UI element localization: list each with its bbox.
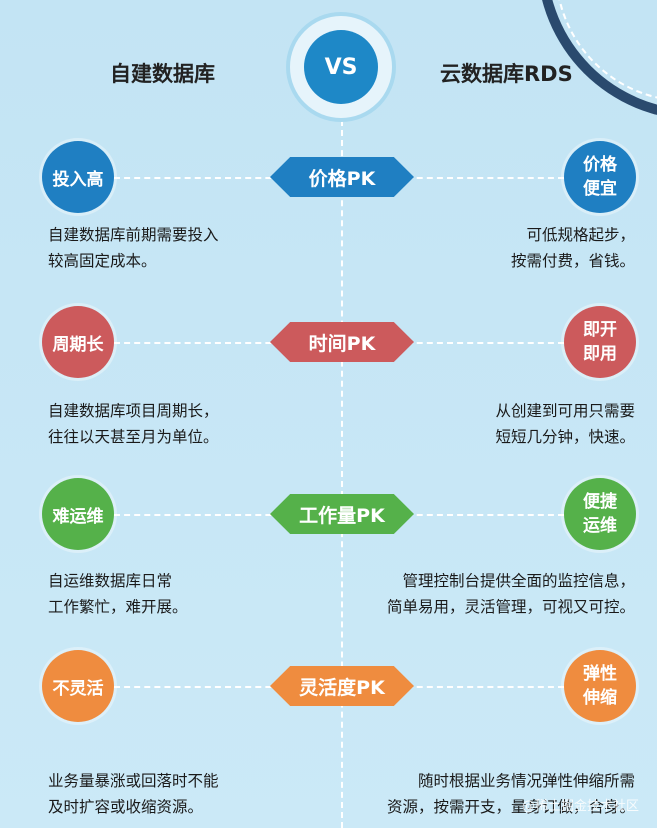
- desc-line: 简单易用，灵活管理，可视又可控。: [386, 598, 635, 616]
- desc-line: 可低规格起步，: [526, 226, 635, 244]
- pk-label-workload: 工作量PK: [270, 494, 414, 534]
- right-circle-time: 即开即用: [564, 306, 636, 378]
- right-circle-line-1: 即开: [583, 320, 617, 340]
- left-desc-time: 自建数据库项目周期长， 往往以天甚至月为单位。: [48, 398, 219, 450]
- desc-line: 从创建到可用只需要: [495, 402, 635, 420]
- left-circle-workload: 难运维: [42, 478, 114, 550]
- right-desc-price: 可低规格起步， 按需付费，省钱。: [511, 222, 635, 274]
- right-circle-line-1: 价格: [583, 155, 617, 175]
- desc-line: 及时扩容或收缩资源。: [48, 798, 204, 816]
- right-circle-flexibility: 弹性伸缩: [564, 650, 636, 722]
- desc-line: 自建数据库前期需要投入: [48, 226, 219, 244]
- desc-line: 较高固定成本。: [48, 252, 157, 270]
- left-column-title: 自建数据库: [110, 62, 215, 86]
- pk-label-time: 时间PK: [270, 322, 414, 362]
- right-circle-line-2: 运维: [583, 516, 617, 536]
- right-desc-workload: 管理控制台提供全面的监控信息， 简单易用，灵活管理，可视又可控。: [387, 568, 635, 620]
- desc-line: 短短几分钟，快速。: [495, 428, 635, 446]
- pk-label-flexibility: 灵活度PK: [270, 666, 414, 706]
- desc-line: 管理控制台提供全面的监控信息，: [402, 572, 635, 590]
- right-circle-price: 价格便宜: [564, 141, 636, 213]
- right-column-title: 云数据库RDS: [440, 62, 573, 86]
- right-desc-flexibility: 随时根据业务情况弹性伸缩所需 资源，按需开支，量身订做，合身。: [387, 768, 635, 820]
- desc-line: 随时根据业务情况弹性伸缩所需: [417, 772, 635, 790]
- watermark: @稀土掘金技术社区: [521, 799, 639, 814]
- desc-line: 资源，按需开支，量身订做，合身。: [386, 798, 635, 816]
- desc-line: 按需付费，省钱。: [510, 252, 635, 270]
- vs-badge: VS: [304, 30, 378, 104]
- left-circle-time: 周期长: [42, 306, 114, 378]
- right-circle-line-1: 弹性: [583, 664, 617, 684]
- right-circle-line-1: 便捷: [583, 492, 617, 512]
- right-circle-line-2: 伸缩: [583, 688, 617, 708]
- right-circle-line-2: 即用: [583, 344, 617, 364]
- center-divider: [341, 120, 343, 828]
- desc-line: 往往以天甚至月为单位。: [48, 428, 219, 446]
- pk-label-price: 价格PK: [270, 157, 414, 197]
- right-circle-line-2: 便宜: [583, 179, 617, 199]
- left-desc-flexibility: 业务量暴涨或回落时不能 及时扩容或收缩资源。: [48, 768, 219, 820]
- left-desc-workload: 自运维数据库日常 工作繁忙，难开展。: [48, 568, 188, 620]
- desc-line: 工作繁忙，难开展。: [48, 598, 188, 616]
- right-circle-workload: 便捷运维: [564, 478, 636, 550]
- left-desc-price: 自建数据库前期需要投入 较高固定成本。: [48, 222, 219, 274]
- desc-line: 业务量暴涨或回落时不能: [48, 772, 219, 790]
- left-circle-price: 投入高: [42, 141, 114, 213]
- left-circle-flexibility: 不灵活: [42, 650, 114, 722]
- desc-line: 自建数据库项目周期长，: [48, 402, 219, 420]
- right-desc-time: 从创建到可用只需要 短短几分钟，快速。: [495, 398, 635, 450]
- desc-line: 自运维数据库日常: [48, 572, 173, 590]
